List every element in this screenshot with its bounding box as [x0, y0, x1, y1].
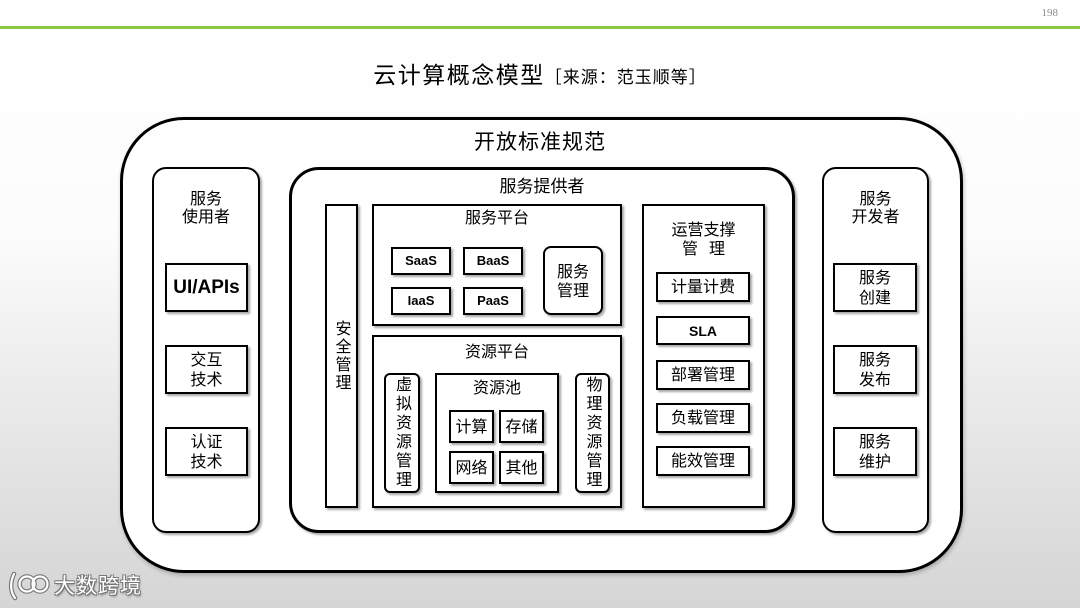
title-line: 运营支撑	[671, 220, 736, 239]
operations-support-panel: 运营支撑 管 理 计量计费 SLA 部署管理 负载管理 能效管理	[642, 204, 765, 508]
title-line: 服务	[859, 189, 892, 208]
compute-box: 计算	[449, 410, 494, 443]
service-consumer-title: 服务 使用者	[154, 190, 258, 226]
watermark-text: 大数跨境	[54, 574, 142, 598]
service-management-box: 服务 管理	[543, 246, 603, 315]
box-label: UI/APIs	[173, 276, 240, 298]
network-box: 网络	[449, 451, 494, 484]
box-label: 能效管理	[670, 451, 735, 470]
box-label: SaaS	[405, 253, 437, 268]
service-provider-panel: 服务提供者 安全管理 服务平台 SaaS BaaS IaaS PaaS 服务 管…	[289, 167, 795, 533]
security-management-box: 安全管理	[325, 204, 358, 508]
auth-tech-box: 认证 技术	[165, 427, 248, 476]
baas-box: BaaS	[463, 247, 523, 275]
box-label: 维护	[858, 451, 891, 471]
box-label: 其他	[505, 457, 538, 477]
box-label: 存储	[505, 416, 538, 436]
header-rule	[0, 26, 1080, 29]
box-label: BaaS	[476, 253, 510, 268]
box-label: 计量计费	[670, 277, 735, 296]
title-source: ［来源：范玉顺等］	[544, 68, 707, 88]
interaction-tech-box: 交互 技术	[165, 345, 248, 394]
box-label: 发布	[858, 369, 891, 389]
resource-platform-title: 资源平台	[464, 342, 529, 361]
service-platform-panel: 服务平台 SaaS BaaS IaaS PaaS 服务 管理	[372, 204, 622, 326]
saas-box: SaaS	[391, 247, 451, 275]
box-label: 交互	[190, 349, 223, 369]
box-label: 虚拟资源管理	[393, 376, 412, 490]
open-standards-label: 开放标准规范	[474, 130, 606, 154]
title-line: 服务	[189, 189, 222, 208]
sla-box: SLA	[656, 316, 750, 345]
storage-box: 存储	[499, 410, 544, 443]
service-create-box: 服务 创建	[833, 263, 917, 312]
virtual-resource-management-box: 虚拟资源管理	[384, 373, 420, 493]
box-label: 认证	[190, 431, 223, 451]
metering-billing-box: 计量计费	[656, 272, 750, 302]
title-line: 开发者	[851, 207, 900, 226]
service-consumer-column: 服务 使用者 UI/APIs 交互 技术 认证 技术	[152, 167, 260, 533]
box-label: PaaS	[477, 293, 509, 308]
box-label: 负载管理	[670, 408, 735, 427]
slide-title: 云计算概念模型［来源：范玉顺等］	[0, 56, 1080, 89]
box-label: 网络	[455, 457, 488, 477]
box-label: 安全管理	[332, 320, 352, 392]
service-platform-title: 服务平台	[464, 208, 529, 227]
box-label: 服务	[858, 349, 891, 369]
title-line: 使用者	[181, 207, 230, 226]
box-label: 服务	[858, 267, 891, 287]
title-line: 管 理	[681, 239, 726, 258]
service-developer-title: 服务 开发者	[824, 190, 927, 226]
box-label: 服务	[858, 431, 891, 451]
watermark-logo-icon	[8, 571, 50, 601]
box-label: 计算	[455, 416, 488, 436]
service-provider-title: 服务提供者	[499, 177, 585, 197]
service-publish-box: 服务 发布	[833, 345, 917, 394]
page-number: 198	[1041, 7, 1059, 19]
load-management-box: 负载管理	[656, 403, 750, 433]
energy-efficiency-management-box: 能效管理	[656, 446, 750, 476]
box-label: 部署管理	[670, 365, 735, 384]
box-label: 创建	[858, 287, 891, 307]
physical-resource-management-box: 物理资源管理	[575, 373, 610, 493]
deployment-management-box: 部署管理	[656, 360, 750, 390]
box-label: SLA	[689, 322, 717, 339]
service-developer-column: 服务 开发者 服务 创建 服务 发布 服务 维护	[822, 167, 929, 533]
resource-pool-title: 资源池	[472, 378, 521, 397]
box-label: 物理资源管理	[583, 376, 603, 490]
operations-support-title: 运营支撑 管 理	[644, 220, 763, 258]
ui-apis-box: UI/APIs	[165, 263, 248, 312]
watermark: 大数跨境	[6, 568, 142, 602]
service-maintain-box: 服务 维护	[833, 427, 917, 476]
resource-pool-panel: 资源池 计算 存储 网络 其他	[435, 373, 559, 493]
iaas-box: IaaS	[391, 287, 451, 315]
box-label: 技术	[190, 451, 223, 471]
other-box: 其他	[499, 451, 544, 484]
box-label: 服务	[556, 261, 589, 281]
box-label: 管理	[556, 280, 589, 300]
resource-platform-panel: 资源平台 虚拟资源管理 资源池 计算 存储 网络 其他	[372, 335, 622, 508]
box-label: 技术	[190, 369, 223, 389]
paas-box: PaaS	[463, 287, 523, 315]
title-text: 云计算概念模型	[373, 63, 545, 89]
box-label: IaaS	[407, 293, 435, 308]
